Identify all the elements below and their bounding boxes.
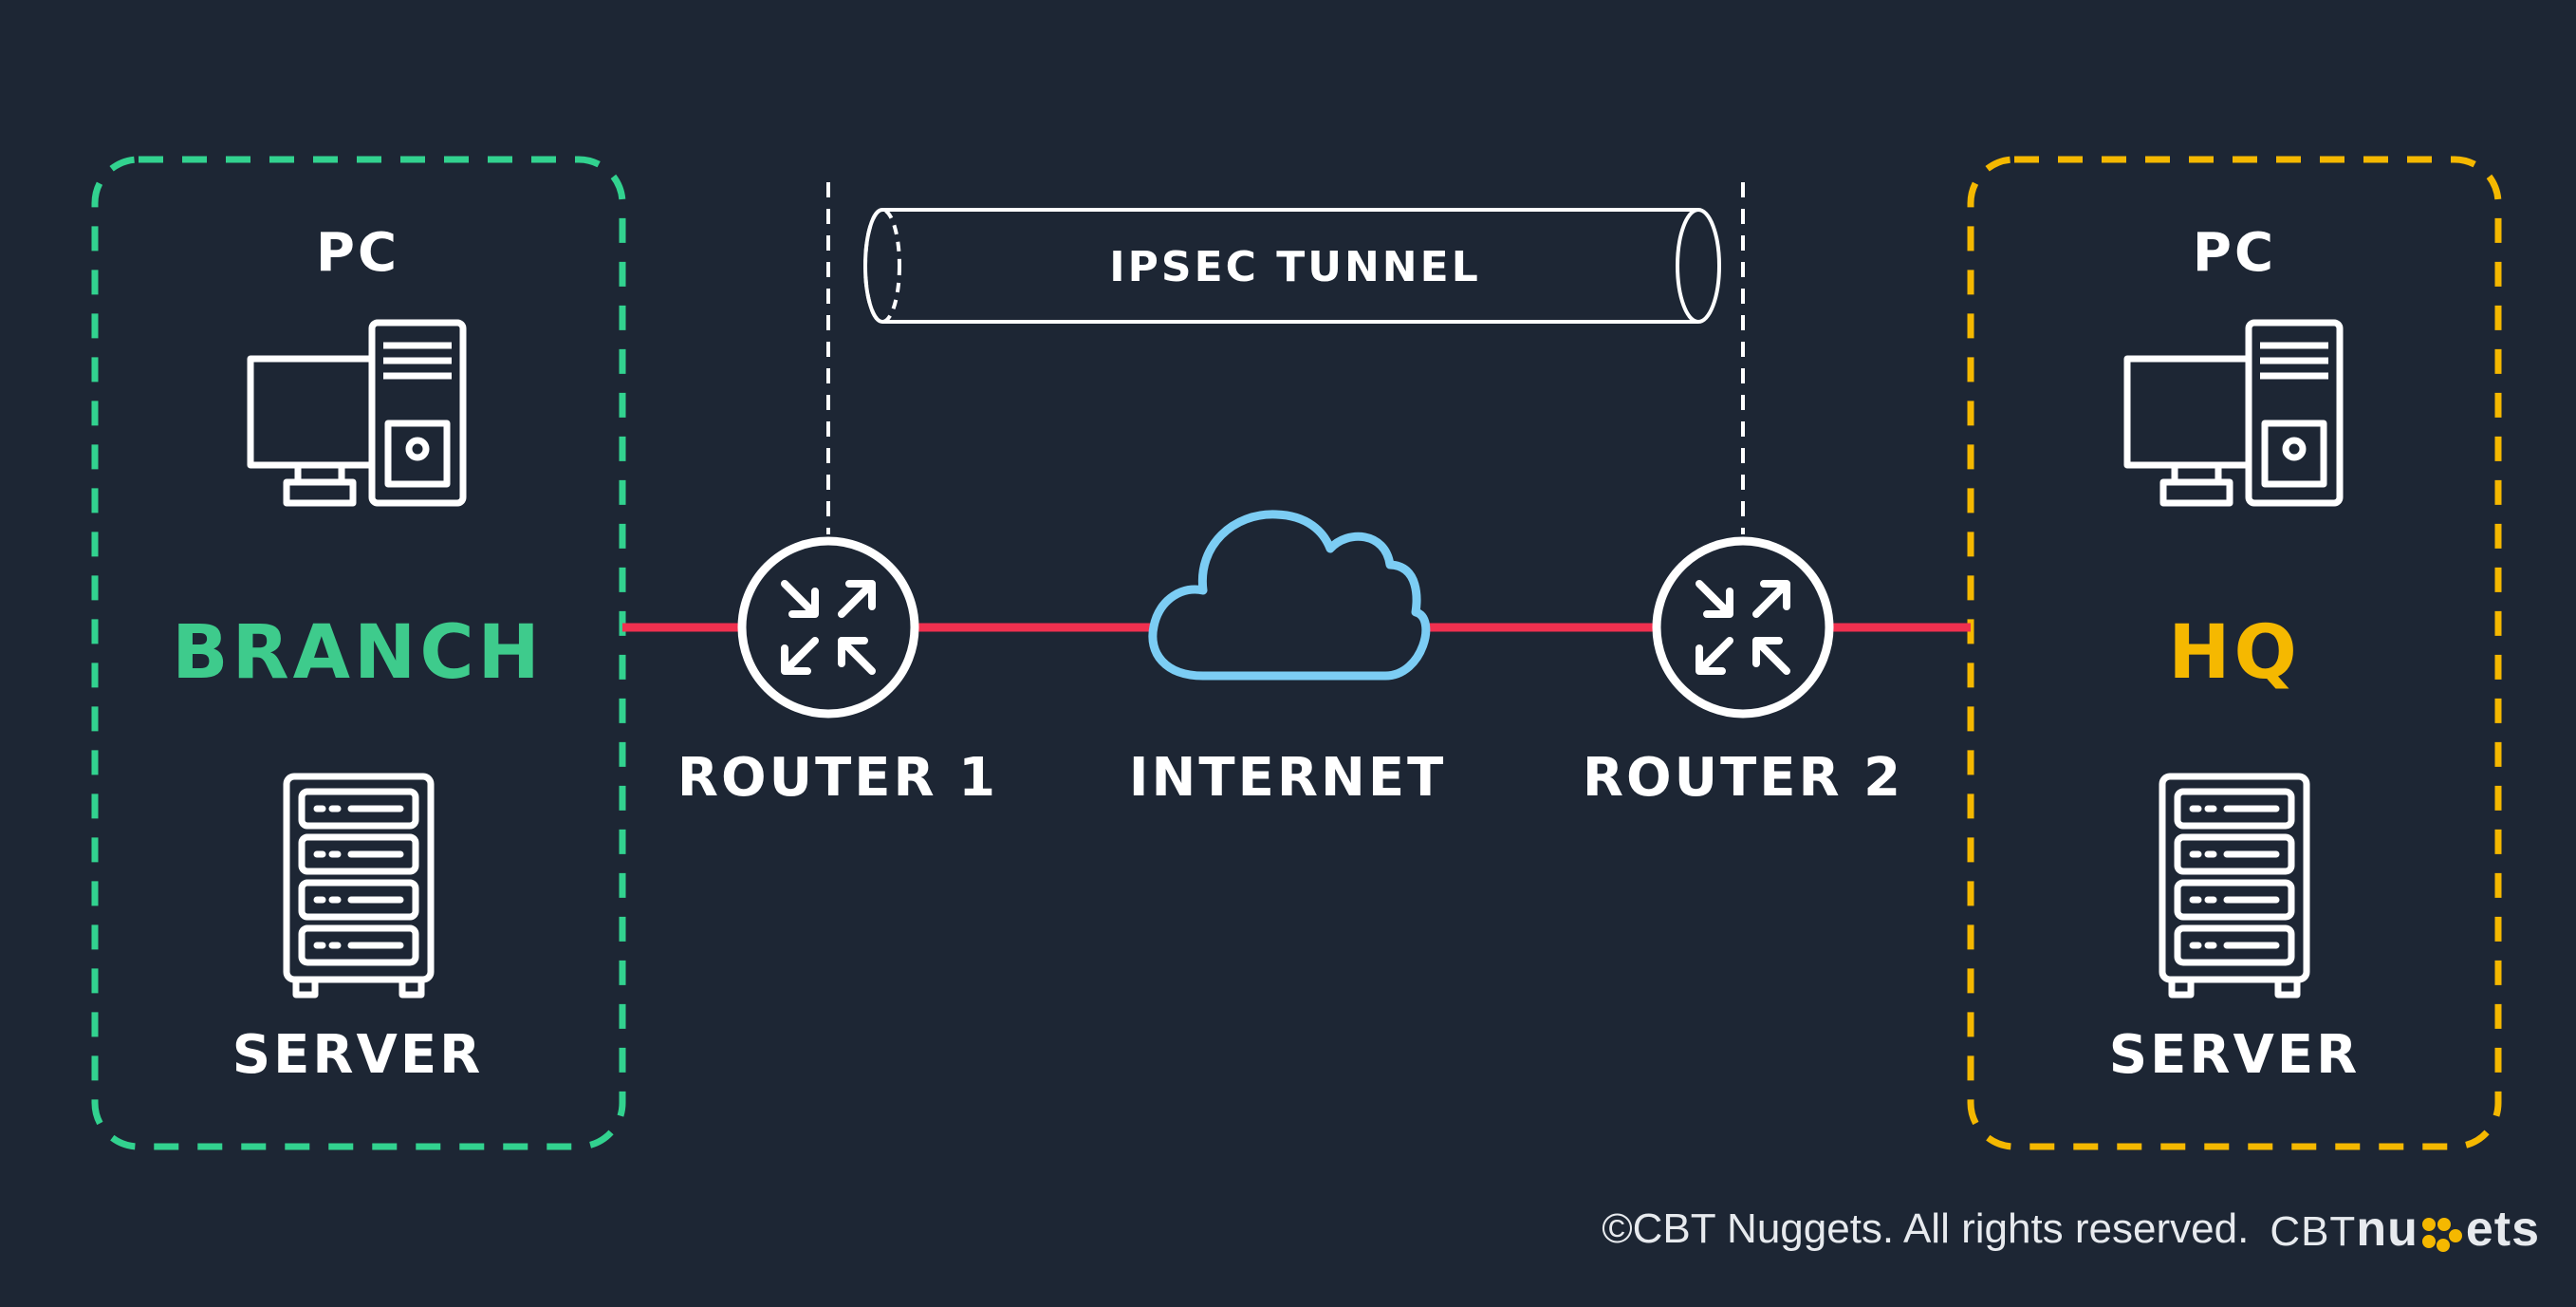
brand-part1: nu	[2356, 1202, 2418, 1257]
hq-server-icon	[2159, 773, 2310, 999]
internet-label: INTERNET	[1129, 747, 1447, 809]
branch-pc-label: PC	[316, 222, 399, 284]
footer: ©CBT Nuggets. All rights reserved. CBTnu…	[1602, 1201, 2540, 1258]
hq-pc-label: PC	[2193, 222, 2276, 284]
branch-title: BRANCH	[172, 610, 544, 696]
hq-server-label: SERVER	[2109, 1024, 2360, 1086]
tunnel-icon	[863, 208, 1721, 324]
nugget-dots-icon	[2421, 1218, 2462, 1253]
branch-server-label: SERVER	[232, 1024, 483, 1086]
hq-zone	[1967, 156, 2502, 1150]
branch-zone	[91, 156, 626, 1150]
branch-server-icon	[283, 773, 435, 999]
brand-prefix: CBT	[2270, 1208, 2357, 1255]
copyright-text: ©CBT Nuggets. All rights reserved.	[1602, 1205, 2250, 1252]
router-2-label: ROUTER 2	[1583, 747, 1903, 809]
router-1-icon	[737, 536, 919, 719]
branch-pc-icon	[247, 319, 467, 507]
router-2-icon	[1652, 536, 1834, 719]
brand-logo: CBTnu ets	[2270, 1201, 2540, 1258]
tunnel-label: IPSEC TUNNEL	[1109, 243, 1480, 291]
brand-part2: ets	[2465, 1202, 2540, 1257]
cloud-icon	[1148, 510, 1431, 681]
router-1-label: ROUTER 1	[677, 747, 998, 809]
hq-pc-icon	[2123, 319, 2344, 507]
tunnel-endpoint-lines	[826, 182, 1745, 534]
hq-title: HQ	[2168, 610, 2301, 696]
